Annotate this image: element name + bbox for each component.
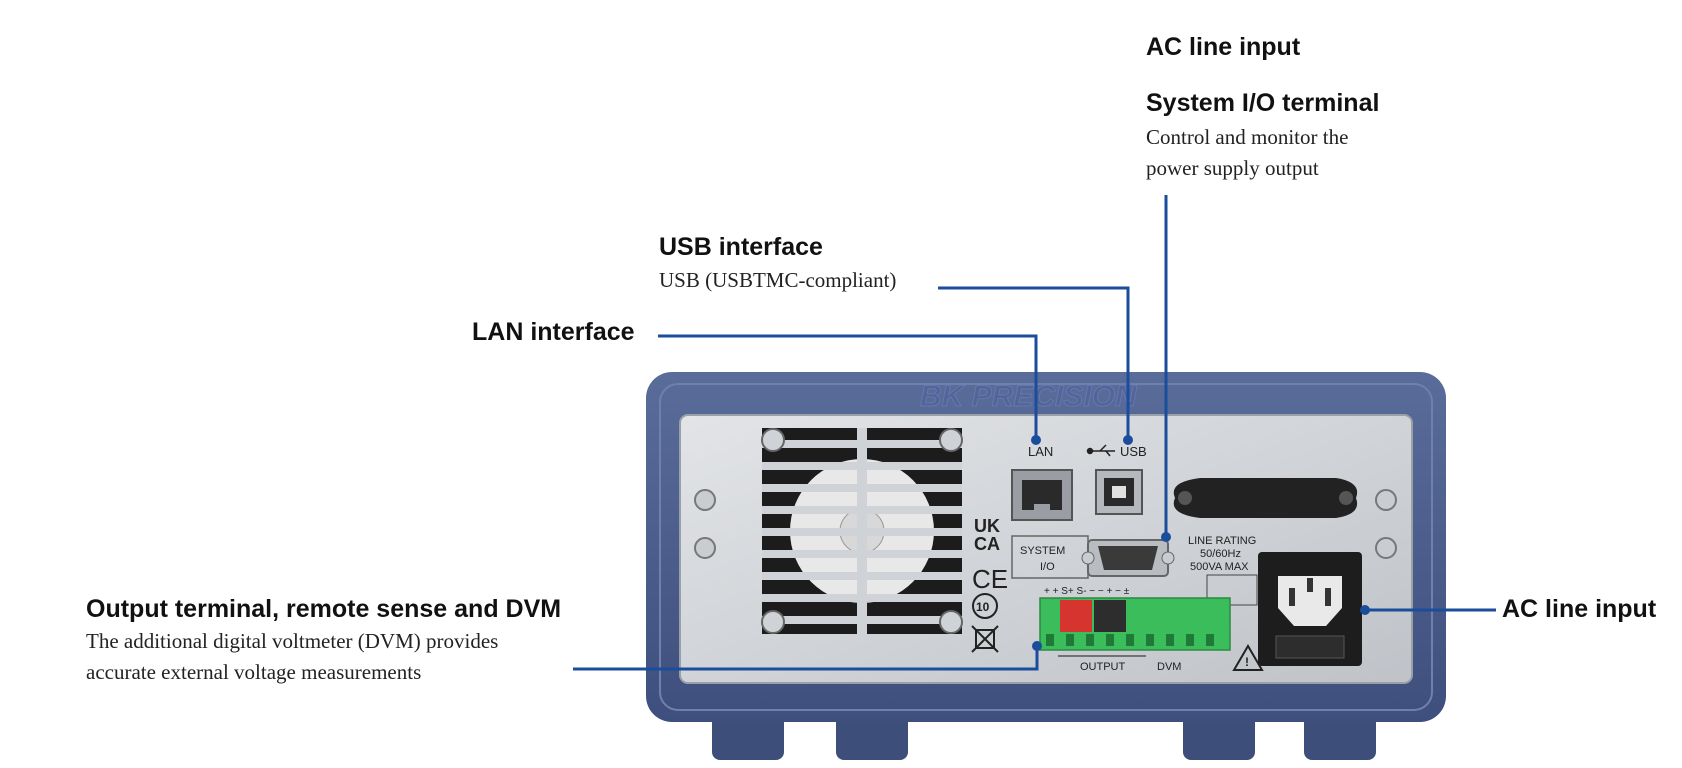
usb-icon xyxy=(1086,444,1115,457)
callout-ac-line-input-right-title: AC line input xyxy=(1502,595,1657,623)
callout-system-io-desc-1: Control and monitor the xyxy=(1146,125,1349,149)
svg-text:!: ! xyxy=(1245,655,1249,669)
ukca-mark-2: CA xyxy=(974,534,1000,554)
callout-ac-line-input-top-title: AC line input xyxy=(1146,33,1301,61)
callout-lan-title: LAN interface xyxy=(472,318,635,346)
usb-port xyxy=(1095,469,1143,515)
svg-text:+ + S+ S- − − + − ±: + + S+ S- − − + − ± xyxy=(1044,586,1130,597)
blank-cover-plate xyxy=(1173,478,1358,518)
callout-usb-desc: USB (USBTMC-compliant) xyxy=(659,268,897,292)
panel-screws xyxy=(694,489,1397,559)
output-terminal-block: + + S+ S- − − + − ± OUTPUT DVM xyxy=(1039,586,1231,673)
ac-inlet xyxy=(1258,552,1362,666)
svg-text:I/O: I/O xyxy=(1040,561,1055,573)
callout-output-title: Output terminal, remote sense and DVM xyxy=(86,595,562,623)
weee-icon xyxy=(971,625,999,653)
usb-port-label: USB xyxy=(1120,444,1147,459)
svg-text:SYSTEM: SYSTEM xyxy=(1020,545,1065,557)
ukca-mark: UK xyxy=(974,516,1000,536)
callout-output-desc-1: The additional digital voltmeter (DVM) p… xyxy=(86,629,499,653)
output-label: OUTPUT xyxy=(1080,661,1126,673)
system-io-db9-port xyxy=(1081,539,1175,577)
leader-line-lan xyxy=(658,334,1038,438)
line-rating-1: LINE RATING xyxy=(1188,535,1256,547)
callout-system-io-desc-2: power supply output xyxy=(1146,156,1319,180)
regulatory-marks: UK CA CE 10 xyxy=(971,516,1008,653)
rohs-mark: 10 xyxy=(976,600,990,614)
line-rating-2: 50/60Hz xyxy=(1200,548,1241,560)
fuse-table xyxy=(1206,574,1258,606)
dvm-label: DVM xyxy=(1157,661,1181,673)
leader-dots xyxy=(1031,435,1370,651)
leader-lines xyxy=(573,195,1496,671)
lan-port-label: LAN xyxy=(1028,444,1053,459)
leader-line-usb xyxy=(938,286,1130,438)
ce-mark: CE xyxy=(972,564,1008,594)
brand-emboss: BK PRECISION xyxy=(920,380,1138,413)
callout-output-desc-2: accurate external voltage measurements xyxy=(86,660,422,684)
warning-triangle-icon: ! xyxy=(1232,644,1264,671)
cooling-fan xyxy=(761,428,963,634)
lan-port xyxy=(1011,469,1073,521)
leader-line-output xyxy=(573,646,1039,671)
callout-usb-title: USB interface xyxy=(659,233,823,261)
line-rating-3: 500VA MAX xyxy=(1190,561,1249,573)
callout-system-io-title: System I/O terminal xyxy=(1146,89,1380,117)
